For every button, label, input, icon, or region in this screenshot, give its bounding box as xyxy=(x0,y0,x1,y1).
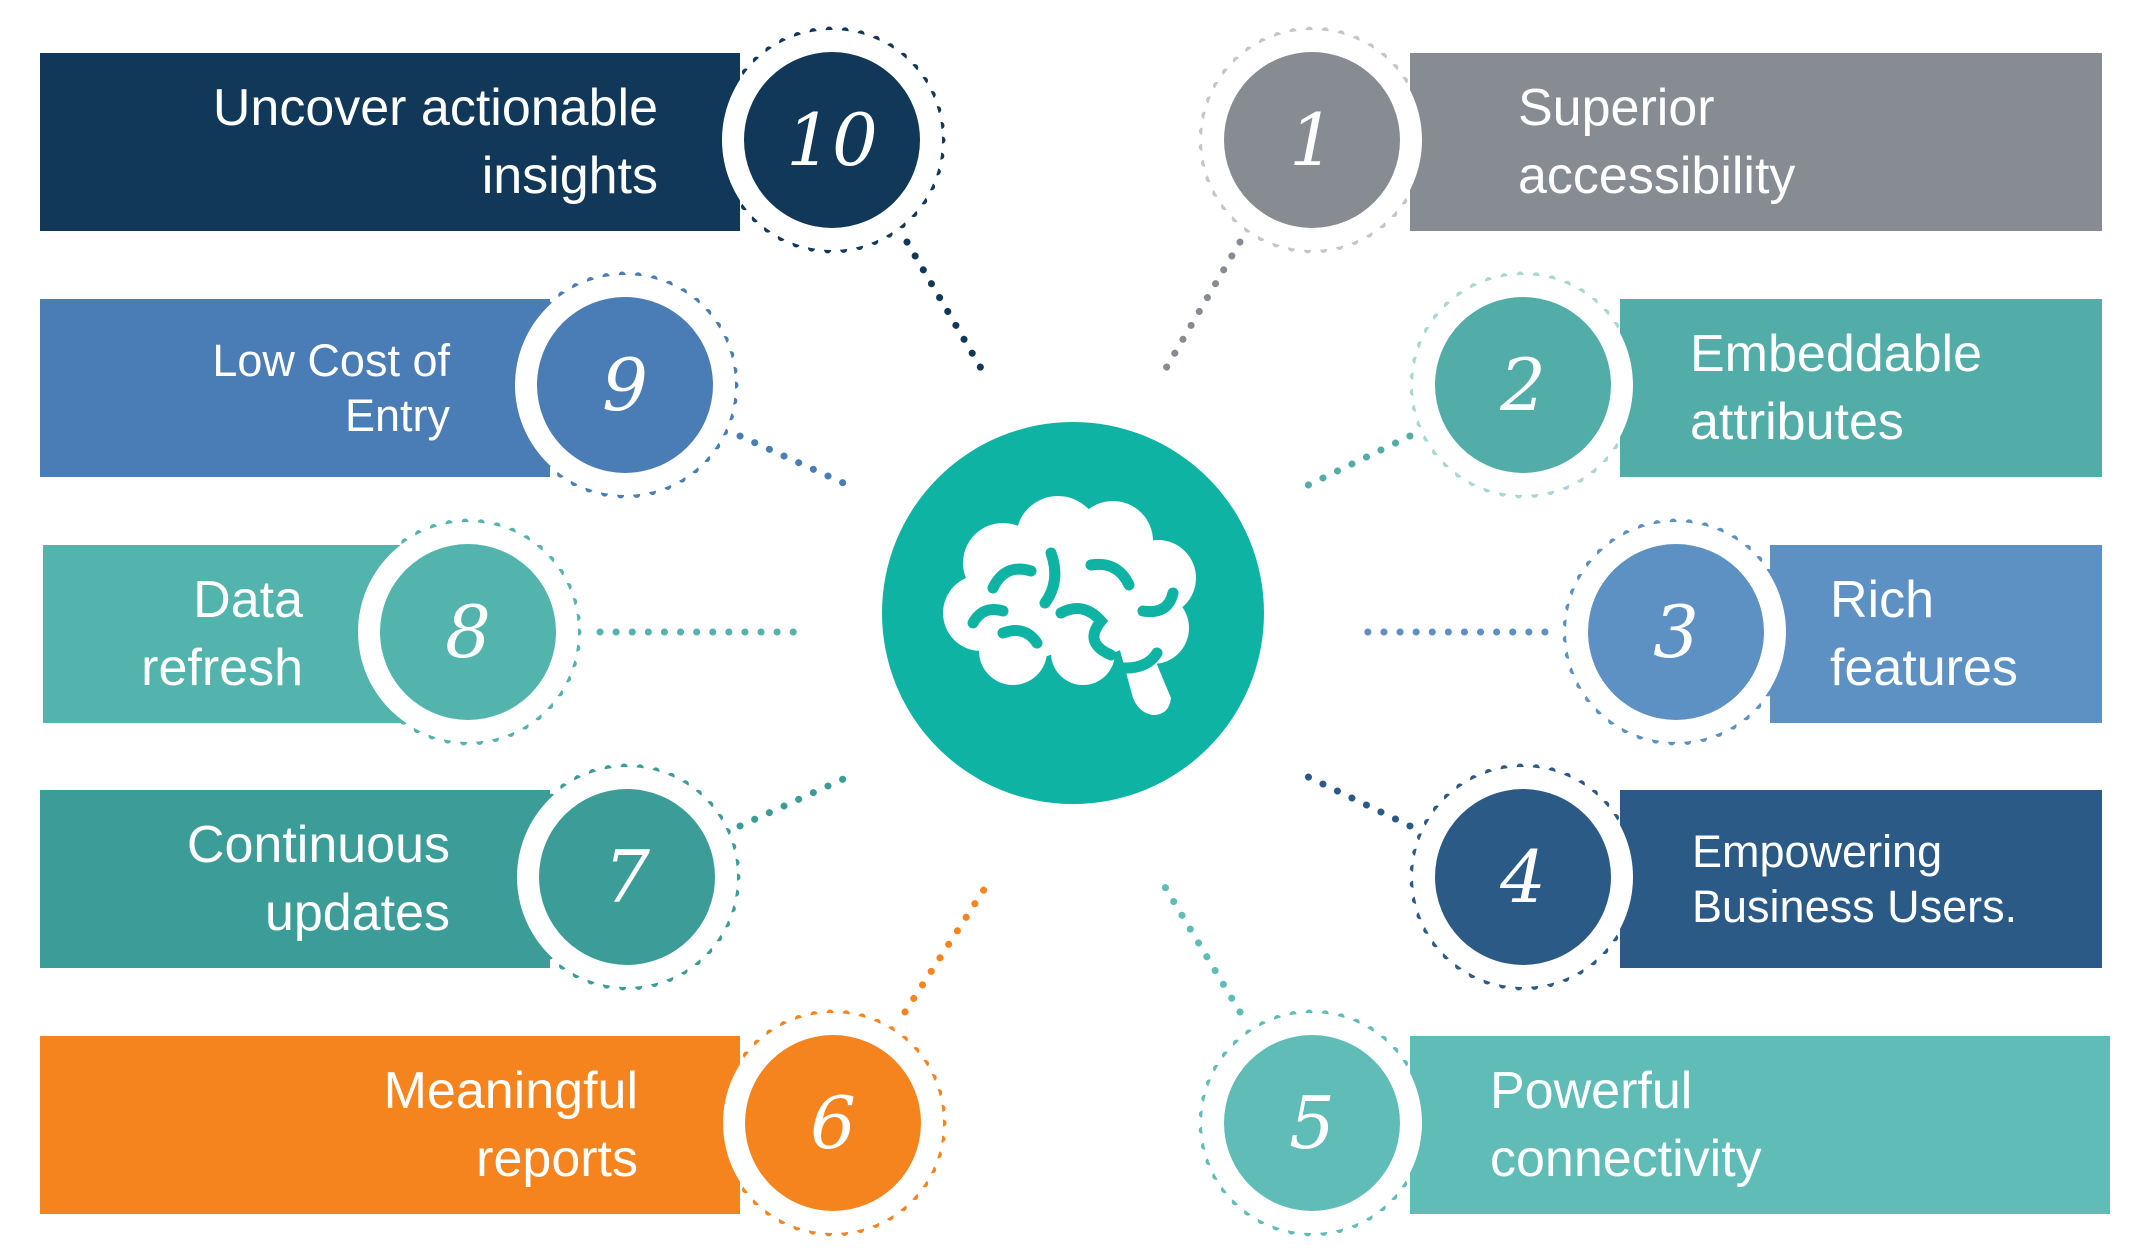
item-8-label: Data refresh xyxy=(141,571,303,697)
item-4-label: Empowering Business Users. xyxy=(1692,826,2018,932)
item-2-number: 2 xyxy=(1500,343,1546,427)
item-2-label: Embeddable attributes xyxy=(1690,325,1982,451)
item-3-number: 3 xyxy=(1653,590,1699,674)
connector-4 xyxy=(1294,768,1414,830)
item-4-bar: Empowering Business Users. xyxy=(1620,790,2102,968)
item-10-label: Uncover actionable insights xyxy=(212,79,658,205)
brain-icon xyxy=(943,496,1196,715)
item-10-number: 10 xyxy=(786,98,878,182)
item-5-label: Powerful connectivity xyxy=(1490,1062,1762,1188)
item-7-bar: Continuous updates xyxy=(40,790,550,968)
item-8-number: 8 xyxy=(445,590,491,674)
item-6-number-circle: 6 xyxy=(745,1035,921,1211)
item-9-number-circle: 9 xyxy=(537,297,713,473)
item-1-number-circle: 1 xyxy=(1224,52,1400,228)
item-7-label: Continuous updates xyxy=(186,816,450,942)
item-7-number: 7 xyxy=(604,835,650,919)
item-5-number-circle: 5 xyxy=(1224,1035,1400,1211)
item-9-label: Low Cost of Entry xyxy=(212,335,450,441)
item-8-number-circle: 8 xyxy=(380,544,556,720)
central-hub xyxy=(882,422,1264,804)
item-5-bar: Powerful connectivity xyxy=(1410,1036,2110,1214)
connector-2 xyxy=(1294,432,1414,494)
item-4-number: 4 xyxy=(1500,835,1546,919)
item-2-bar: Embeddable attributes xyxy=(1620,299,2102,477)
item-1-label: Superior accessibility xyxy=(1518,79,1796,205)
item-6-bar: Meaningful reports xyxy=(40,1036,740,1214)
item-1-number: 1 xyxy=(1289,98,1335,182)
item-8-bar: Data refresh xyxy=(43,545,403,723)
item-10-bar: Uncover actionable insights xyxy=(40,53,740,231)
connector-9 xyxy=(736,432,854,490)
item-3-bar: Rich features xyxy=(1770,545,2102,723)
connector-6 xyxy=(901,884,989,1016)
connector-10 xyxy=(903,238,989,379)
item-3-label: Rich features xyxy=(1830,571,2018,697)
item-3-number-circle: 3 xyxy=(1588,544,1764,720)
item-5-number: 5 xyxy=(1289,1081,1335,1165)
connector-7 xyxy=(736,772,854,830)
connector-5 xyxy=(1158,878,1244,1016)
item-4-number-circle: 4 xyxy=(1435,789,1611,965)
item-6-label: Meaningful reports xyxy=(383,1062,638,1188)
item-7-number-circle: 7 xyxy=(539,789,715,965)
connector-1 xyxy=(1158,238,1244,379)
item-10-number-circle: 10 xyxy=(744,52,920,228)
item-6-number: 6 xyxy=(810,1081,856,1165)
item-2-number-circle: 2 xyxy=(1435,297,1611,473)
item-1-bar: Superior accessibility xyxy=(1410,53,2102,231)
item-9-bar: Low Cost of Entry xyxy=(40,299,550,477)
item-9-number: 9 xyxy=(602,343,648,427)
